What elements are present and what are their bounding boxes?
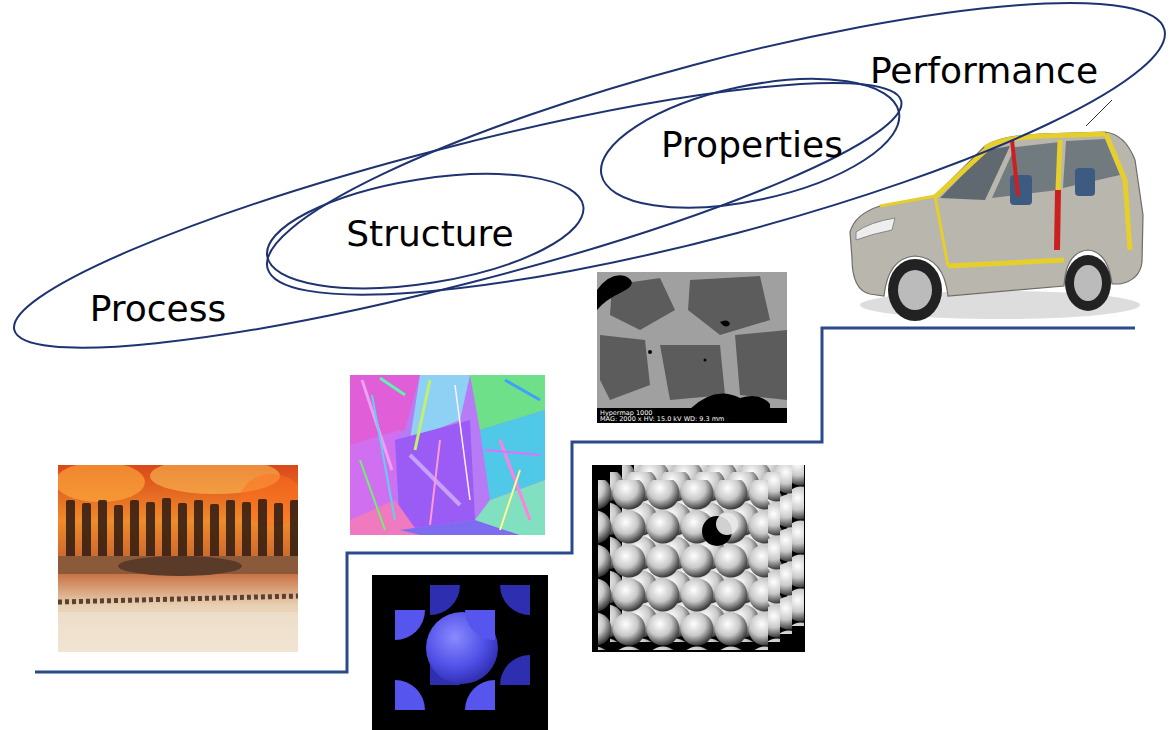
car-body-figure-part (880, 196, 948, 266)
furnace-photo-part (58, 465, 145, 502)
furnace-photo-part (178, 503, 187, 560)
furnace-photo-part (258, 499, 267, 560)
grain-orientation-map-part (475, 480, 545, 535)
ellipse-outline (245, 0, 1171, 352)
staircase-line (35, 328, 1135, 672)
grain-orientation-map-part (350, 375, 545, 535)
car-body-figure-part (1057, 190, 1058, 250)
car-body-figure-part (1010, 175, 1032, 205)
grain-orientation-map-part (395, 420, 475, 530)
car-body-figure-part (935, 149, 987, 197)
micrograph-caption: MAG: 2000 x HV: 15.0 kV WD: 9.3 mm (600, 416, 724, 423)
car-body-figure-part (1074, 265, 1102, 301)
atom-lattice-part (598, 480, 768, 650)
text-holder: Process (90, 288, 227, 329)
furnace-photo-part (82, 503, 91, 560)
furnace-photo-part (118, 556, 242, 576)
node-label: Process (90, 288, 227, 329)
micrograph-part (720, 320, 730, 326)
furnace-photo-part (162, 498, 171, 560)
properties-ellipse: Properties (597, 75, 903, 212)
grain-orientation-map-part (415, 380, 430, 450)
unit-cell-part-part (500, 585, 530, 615)
unit-cell-part (372, 575, 548, 730)
furnace-photo-part (274, 503, 283, 560)
car-body-figure-part (1012, 140, 1018, 196)
atom-lattice-part (716, 513, 738, 535)
furnace-photo-part (226, 500, 235, 560)
unit-cell-part-part (465, 610, 495, 640)
atom-lattice (592, 465, 805, 652)
furnace-photo-part (146, 502, 155, 560)
furnace-photo-part (130, 500, 139, 560)
furnace-photo-part (58, 612, 298, 652)
micrograph-part (688, 276, 770, 335)
car-body-figure-part (1058, 140, 1060, 190)
furnace-photo-part (114, 505, 123, 560)
car-body-figure-part (1075, 168, 1095, 196)
car-body-figure-part (1065, 255, 1111, 311)
atom-lattice-part (592, 465, 805, 652)
node-label: Performance (870, 50, 1098, 91)
node-label: Structure (346, 213, 513, 254)
furnace-photo-part (242, 502, 251, 560)
ellipse-outline (259, 155, 591, 308)
micrograph-part (597, 275, 632, 310)
micrograph (597, 272, 787, 423)
car-body-figure-part (985, 134, 1105, 148)
unit-cell-part-part (500, 655, 530, 685)
unit-cell-part-part (430, 585, 460, 615)
grain-orientation-map-part (380, 378, 405, 395)
car-body-figure-part (1106, 134, 1130, 250)
unit-cell-part (395, 610, 495, 710)
text-holder: Properties (661, 124, 843, 165)
unit-cell (372, 575, 548, 730)
grain-orientation-map-part (505, 380, 540, 400)
micrograph-part (735, 330, 787, 400)
micrograph-part (600, 335, 650, 400)
micrograph-part (648, 350, 652, 354)
text-holder: Performance (870, 50, 1098, 91)
grain-orientation-map-part (360, 460, 385, 530)
grain-orientation-map-part (500, 470, 520, 530)
furnace-photo (58, 465, 298, 652)
furnace-photo-part (194, 500, 203, 560)
car-body-figure-part (898, 270, 932, 310)
text-holder: Structure (346, 213, 513, 254)
car-body-figure-part (856, 218, 895, 240)
ellipse-outline (0, 34, 919, 396)
furnace-photo-part (58, 596, 298, 602)
grain-orientation-map-part (455, 385, 470, 500)
grain-orientation-map-part (430, 440, 440, 525)
micrograph-part (597, 272, 787, 423)
car-body-figure-part (888, 259, 942, 321)
furnace-photo-part (66, 500, 75, 560)
grain-orientation-map-part (485, 450, 540, 455)
structure-ellipse: Structure (263, 170, 587, 292)
furnace-photo-part (290, 500, 298, 560)
furnace-photo-part (210, 504, 219, 560)
micrograph-part (597, 408, 787, 423)
grain-orientation-map (350, 375, 545, 535)
unit-cell-part-part (465, 680, 495, 710)
micrograph-part (704, 359, 707, 362)
unit-cell-part-part (395, 610, 425, 640)
micrograph-part (690, 393, 770, 409)
label-holder: MAG: 2000 x HV: 15.0 kV WD: 9.3 mm (600, 416, 724, 423)
micrograph-part (660, 345, 725, 400)
car-body-figure-part (948, 260, 1064, 266)
unit-cell-part-part (395, 680, 425, 710)
node-label: Properties (661, 124, 843, 165)
furnace-photo-part (98, 500, 107, 560)
